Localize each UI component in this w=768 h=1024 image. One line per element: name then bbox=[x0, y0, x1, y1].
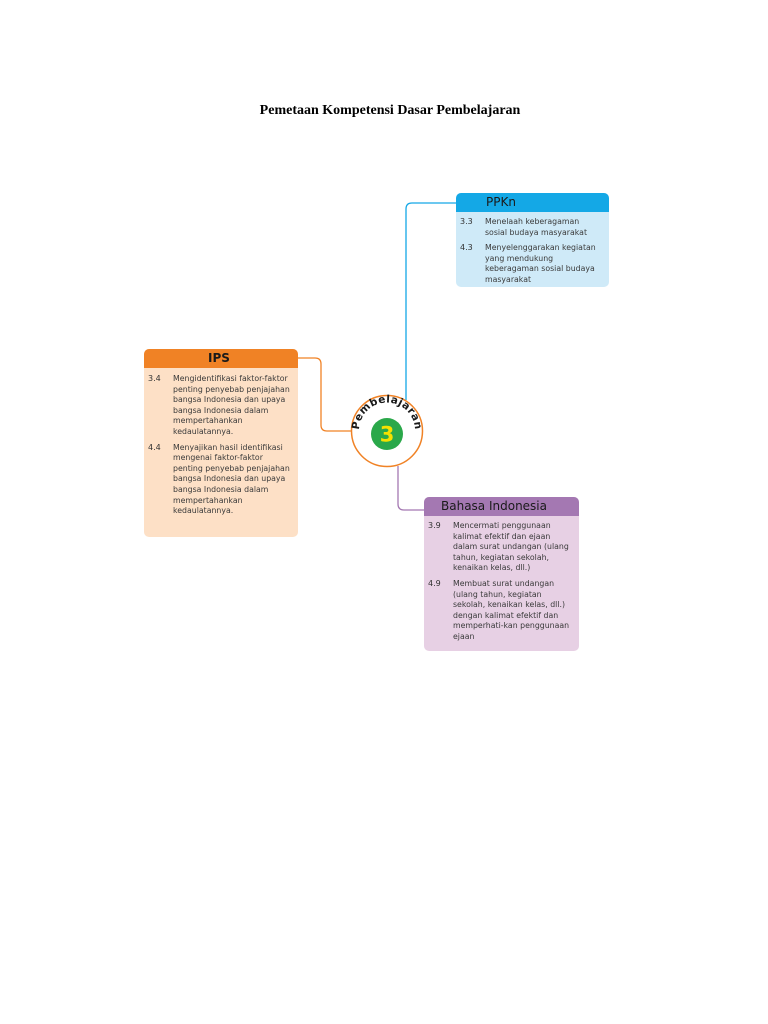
item-code: 4.3 bbox=[460, 243, 473, 253]
page-title: Pemetaan Kompetensi Dasar Pembelajaran bbox=[259, 103, 521, 118]
connector-ips bbox=[298, 357, 352, 432]
item-code: 3.4 bbox=[148, 374, 161, 383]
list-item: 4.9 Membuat surat undangan (ulang tahun,… bbox=[428, 579, 573, 643]
connector-ppkn bbox=[405, 202, 456, 400]
hub-badge: Pembelajaran 3 bbox=[350, 394, 424, 468]
card-ppkn: PPKn 3.3 Menelaah keberagaman sosial bud… bbox=[456, 193, 609, 287]
item-text: Mencermati penggunaan kalimat efektif da… bbox=[453, 521, 569, 573]
card-ips-body: 3.4 Mengidentifikasi faktor-faktor penti… bbox=[144, 368, 298, 521]
card-ips: IPS 3.4 Mengidentifikasi faktor-faktor p… bbox=[144, 349, 298, 537]
card-bahasa-title: Bahasa Indonesia bbox=[424, 497, 579, 516]
hub-center bbox=[371, 418, 403, 450]
item-text: Membuat surat undangan (ulang tahun, keg… bbox=[453, 578, 570, 641]
item-code: 4.9 bbox=[428, 578, 441, 588]
card-bahasa-body: 3.9 Mencermati penggunaan kalimat efekti… bbox=[424, 516, 579, 647]
card-ips-title: IPS bbox=[144, 349, 298, 368]
card-ppkn-title: PPKn bbox=[456, 193, 609, 212]
list-item: 4.4 Menyajikan hasil identifikasi mengen… bbox=[148, 443, 292, 517]
list-item: 3.9 Mencermati penggunaan kalimat efekti… bbox=[428, 521, 573, 574]
item-text: Menyelenggarakan kegiatan yang mendukung… bbox=[485, 243, 596, 284]
list-item: 3.3 Menelaah keberagaman sosial budaya m… bbox=[460, 217, 603, 238]
list-item: 4.3 Menyelenggarakan kegiatan yang mendu… bbox=[460, 243, 603, 285]
connector-bahasa bbox=[397, 466, 424, 511]
item-text: Menelaah keberagaman sosial budaya masya… bbox=[485, 217, 587, 237]
card-ppkn-body: 3.3 Menelaah keberagaman sosial budaya m… bbox=[456, 212, 609, 287]
item-text: Mengidentifikasi faktor-faktor penting p… bbox=[173, 374, 290, 436]
item-code: 3.9 bbox=[428, 521, 441, 530]
item-code: 4.4 bbox=[148, 442, 161, 452]
item-code: 3.3 bbox=[460, 217, 473, 226]
item-text: Menyajikan hasil identifikasi mengenai f… bbox=[173, 442, 290, 516]
list-item: 3.4 Mengidentifikasi faktor-faktor penti… bbox=[148, 374, 292, 438]
card-bahasa-indonesia: Bahasa Indonesia 3.9 Mencermati pengguna… bbox=[424, 497, 579, 651]
hub-number: 3 bbox=[380, 423, 395, 447]
